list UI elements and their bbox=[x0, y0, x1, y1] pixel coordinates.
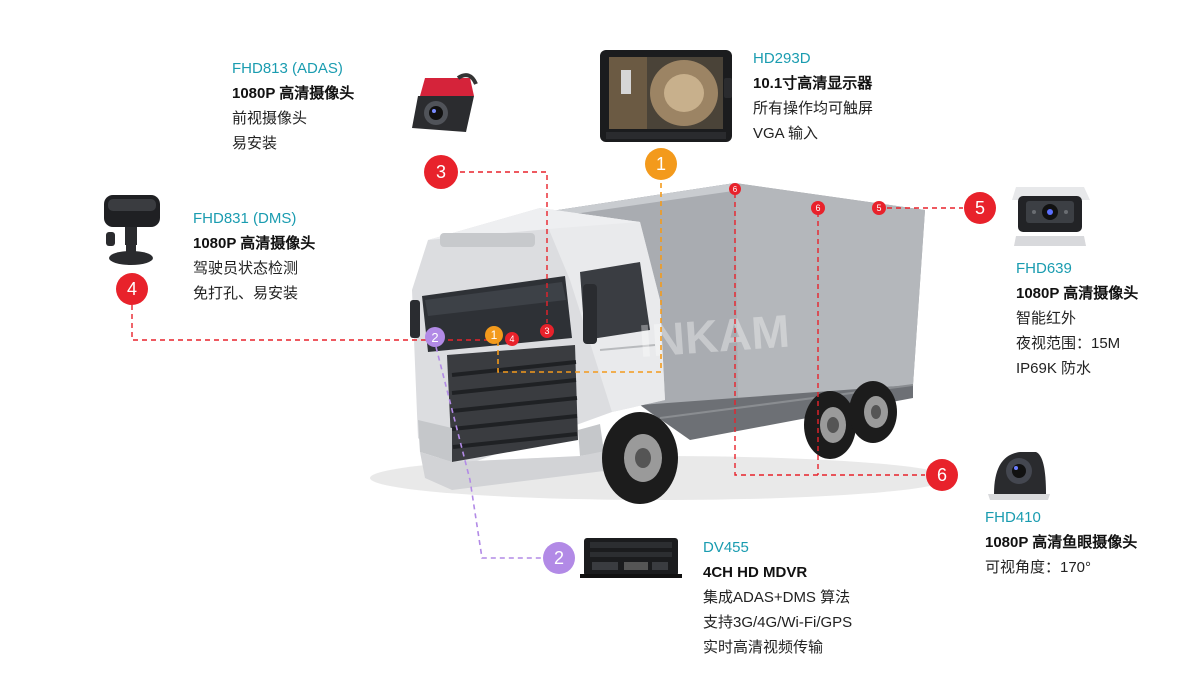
marker-2-large: 2 bbox=[543, 542, 575, 574]
fisheye-camera-icon bbox=[988, 452, 1050, 500]
mdvr-icon bbox=[580, 538, 682, 578]
device-desc-line: 所有操作均可触屏 bbox=[753, 100, 874, 117]
model-label: FHD813 (ADAS) bbox=[232, 60, 343, 77]
marker-4-mount: 4 bbox=[505, 332, 519, 346]
device-title: 1080P 高清摄像头 bbox=[1016, 285, 1139, 302]
ir-camera-icon bbox=[1012, 187, 1090, 246]
device-desc-line: IP69K 防水 bbox=[1016, 360, 1092, 377]
device-desc-line: VGA 输入 bbox=[753, 125, 819, 142]
marker-4-large: 4 bbox=[116, 273, 148, 305]
rear-wheels bbox=[804, 381, 897, 459]
connector-3 bbox=[460, 171, 548, 323]
marker-6-large: 6 bbox=[926, 459, 958, 491]
svg-text:3: 3 bbox=[544, 326, 549, 336]
device-desc-line: 驾驶员状态检测 bbox=[193, 260, 299, 277]
svg-text:6: 6 bbox=[815, 203, 820, 213]
device-desc-line: 可视角度：170° bbox=[985, 559, 1092, 576]
device-block-hd293d: HD293D 10.1寸高清显示器 所有操作均可触屏 VGA 输入 bbox=[753, 47, 873, 146]
device-title: 1080P 高清鱼眼摄像头 bbox=[985, 534, 1138, 551]
device-desc-line: 集成ADAS+DMS 算法 bbox=[703, 589, 851, 606]
truck-illustration: INKAM bbox=[370, 183, 950, 504]
monitor-icon bbox=[600, 50, 732, 142]
connector-4 bbox=[131, 305, 496, 341]
device-desc-line: 智能红外 bbox=[1016, 310, 1077, 327]
device-block-fhd639: FHD639 1080P 高清摄像头 智能红外 夜视范围：15M IP69K 防… bbox=[1016, 257, 1138, 381]
device-title: 1080P 高清摄像头 bbox=[193, 235, 316, 252]
device-title: 1080P 高清摄像头 bbox=[232, 85, 355, 102]
device-desc-line: 夜视范围：15M bbox=[1016, 335, 1121, 352]
marker-3-mount: 3 bbox=[540, 324, 554, 338]
svg-text:4: 4 bbox=[509, 334, 514, 344]
svg-text:2: 2 bbox=[431, 330, 438, 345]
device-block-fhd831: FHD831 (DMS) 1080P 高清摄像头 驾驶员状态检测 免打孔、易安装 bbox=[193, 207, 315, 306]
svg-text:6: 6 bbox=[733, 185, 738, 194]
model-label: FHD410 bbox=[985, 509, 1041, 526]
device-block-fhd410: FHD410 1080P 高清鱼眼摄像头 可视角度：170° bbox=[985, 506, 1137, 580]
connector-lines bbox=[131, 171, 963, 559]
marker-3-large: 3 bbox=[424, 155, 458, 189]
device-desc-line: 支持3G/4G/Wi-Fi/GPS bbox=[703, 614, 853, 631]
dms-camera-icon bbox=[104, 195, 160, 265]
model-label: HD293D bbox=[753, 50, 811, 67]
device-desc-line: 前视摄像头 bbox=[232, 110, 308, 127]
model-label: FHD639 bbox=[1016, 260, 1072, 277]
marker-5-mount: 5 bbox=[872, 201, 886, 215]
connector-2 bbox=[435, 346, 543, 559]
marker-6-mount-a: 6 bbox=[729, 183, 741, 195]
marker-1-large: 1 bbox=[645, 148, 677, 180]
svg-text:1: 1 bbox=[656, 154, 666, 174]
model-label: DV455 bbox=[703, 539, 749, 556]
device-block-fhd813: FHD813 (ADAS) 1080P 高清摄像头 前视摄像头 易安装 bbox=[232, 57, 354, 156]
marker-6-mount-b: 6 bbox=[811, 201, 825, 215]
dashcam-icon bbox=[412, 73, 478, 132]
connector-1 bbox=[497, 183, 662, 373]
svg-text:1: 1 bbox=[491, 328, 498, 342]
watermark: INKAM bbox=[637, 305, 791, 367]
device-title: 4CH HD MDVR bbox=[703, 564, 808, 581]
marker-2-mount: 2 bbox=[425, 327, 445, 347]
svg-text:5: 5 bbox=[975, 198, 985, 218]
device-desc-line: 实时高清视频传输 bbox=[703, 639, 824, 656]
svg-text:4: 4 bbox=[127, 279, 137, 299]
device-desc-line: 易安装 bbox=[232, 135, 278, 152]
marker-5-large: 5 bbox=[964, 192, 996, 224]
number-markers: 1 2 3 4 5 6 bbox=[116, 148, 996, 574]
svg-text:5: 5 bbox=[876, 203, 881, 213]
svg-text:3: 3 bbox=[436, 162, 446, 182]
svg-text:6: 6 bbox=[937, 465, 947, 485]
connector-6a bbox=[734, 193, 925, 476]
model-label: FHD831 (DMS) bbox=[193, 210, 297, 227]
mount-markers: 1 2 3 4 5 6 6 bbox=[425, 183, 886, 347]
device-title: 10.1寸高清显示器 bbox=[753, 75, 873, 92]
device-block-dv455: DV455 4CH HD MDVR 集成ADAS+DMS 算法 支持3G/4G/… bbox=[703, 536, 852, 660]
svg-text:2: 2 bbox=[554, 548, 564, 568]
marker-1-mount: 1 bbox=[485, 326, 503, 344]
device-desc-line: 免打孔、易安装 bbox=[193, 285, 299, 302]
front-wheel bbox=[602, 412, 678, 504]
